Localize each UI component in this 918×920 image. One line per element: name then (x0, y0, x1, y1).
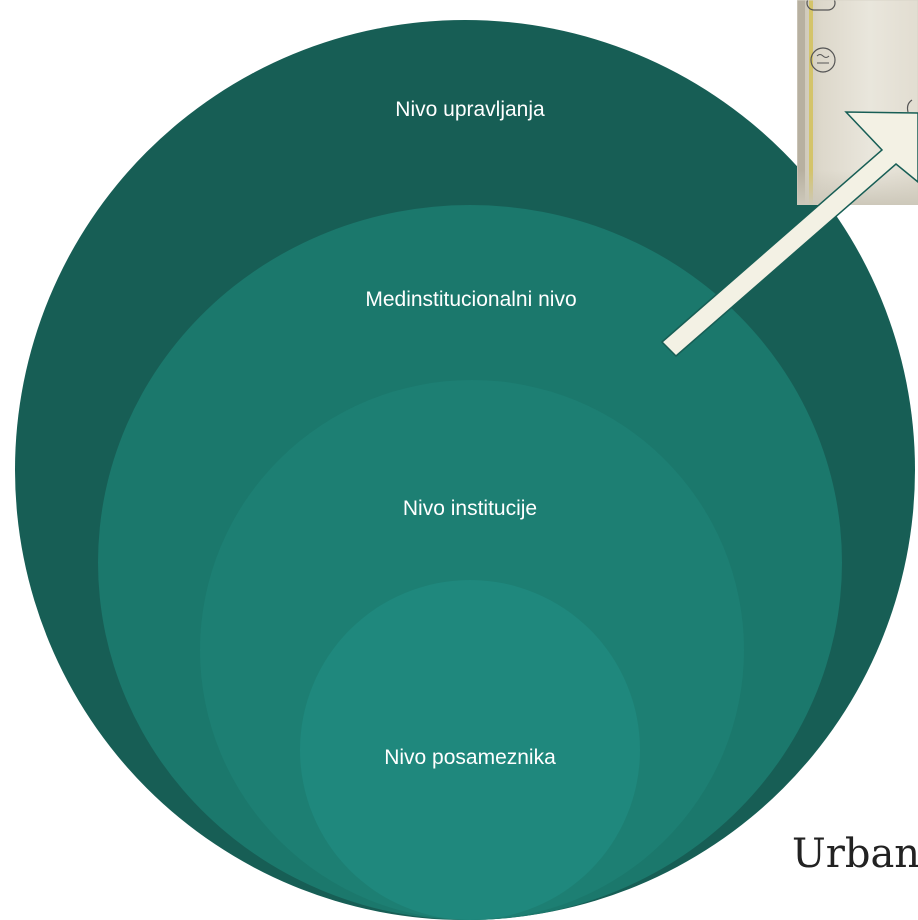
label-institution-level: Nivo institucije (402, 497, 538, 520)
label-interinstitutional-level: Medinstitucionalni nivo (365, 288, 577, 311)
footer-text: Urban (792, 831, 918, 877)
circle-individual-level (300, 580, 640, 920)
label-individual-level: Nivo posameznika (384, 746, 556, 769)
label-governance-level: Nivo upravljanja (395, 98, 545, 121)
